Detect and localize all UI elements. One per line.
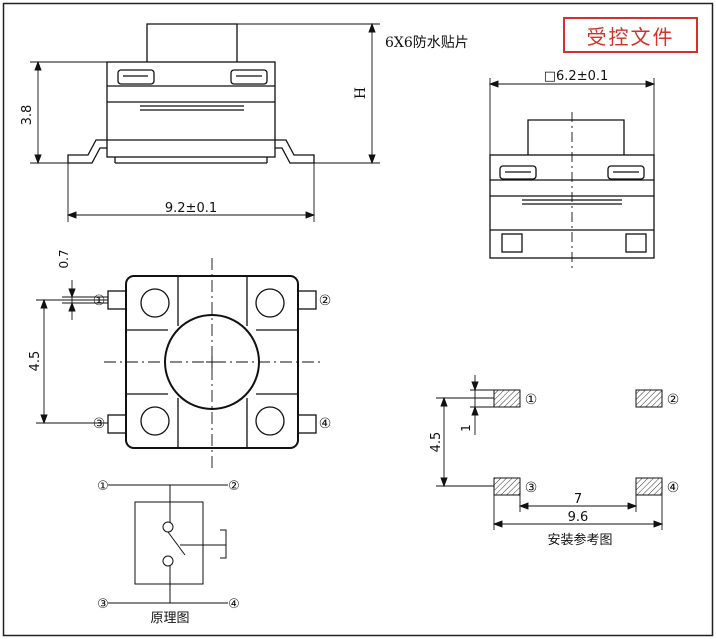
sch-pin-3: ③ <box>97 597 109 612</box>
right-view-dims <box>488 78 656 268</box>
sch-pin-4: ④ <box>228 597 240 612</box>
fp-pin-4: ④ <box>667 480 680 496</box>
fp-inner-dim: 7 <box>574 492 582 507</box>
schematic-caption: 原理图 <box>150 611 189 626</box>
top-pin-4: ④ <box>319 416 332 432</box>
controlled-document-stamp: 受控文件 <box>563 17 698 53</box>
footprint-dims <box>436 375 664 530</box>
side-view <box>67 23 315 164</box>
fp-pin-3: ③ <box>525 480 538 496</box>
top-pin-3: ③ <box>93 416 106 432</box>
footprint-caption: 安装参考图 <box>547 532 612 548</box>
top-view <box>104 258 320 468</box>
side-width-dim: 9.2±0.1 <box>165 201 217 216</box>
fp-pad-dim: 1 <box>459 424 473 432</box>
top-pitch-dim: 4.5 <box>28 351 43 372</box>
title-text: 6X6防水贴片 <box>385 35 469 51</box>
side-h-label: H <box>353 87 369 99</box>
footprint <box>493 389 663 496</box>
right-width-dim: □6.2±0.1 <box>544 69 609 84</box>
fp-pin-2: ② <box>667 392 680 408</box>
top-view-dims <box>36 280 108 425</box>
side-height-dim: 3.8 <box>20 105 35 126</box>
sch-pin-2: ② <box>228 479 240 494</box>
top-pin-1: ① <box>93 293 106 309</box>
top-pad-dim: 0.7 <box>57 249 71 268</box>
side-view-dims <box>30 22 380 222</box>
fp-pitch-dim: 4.5 <box>429 432 444 453</box>
sch-pin-1: ① <box>97 479 109 494</box>
fp-outer-dim: 9.6 <box>568 510 589 525</box>
fp-pin-1: ① <box>525 392 538 408</box>
schematic <box>108 484 228 604</box>
top-pin-2: ② <box>319 293 332 309</box>
